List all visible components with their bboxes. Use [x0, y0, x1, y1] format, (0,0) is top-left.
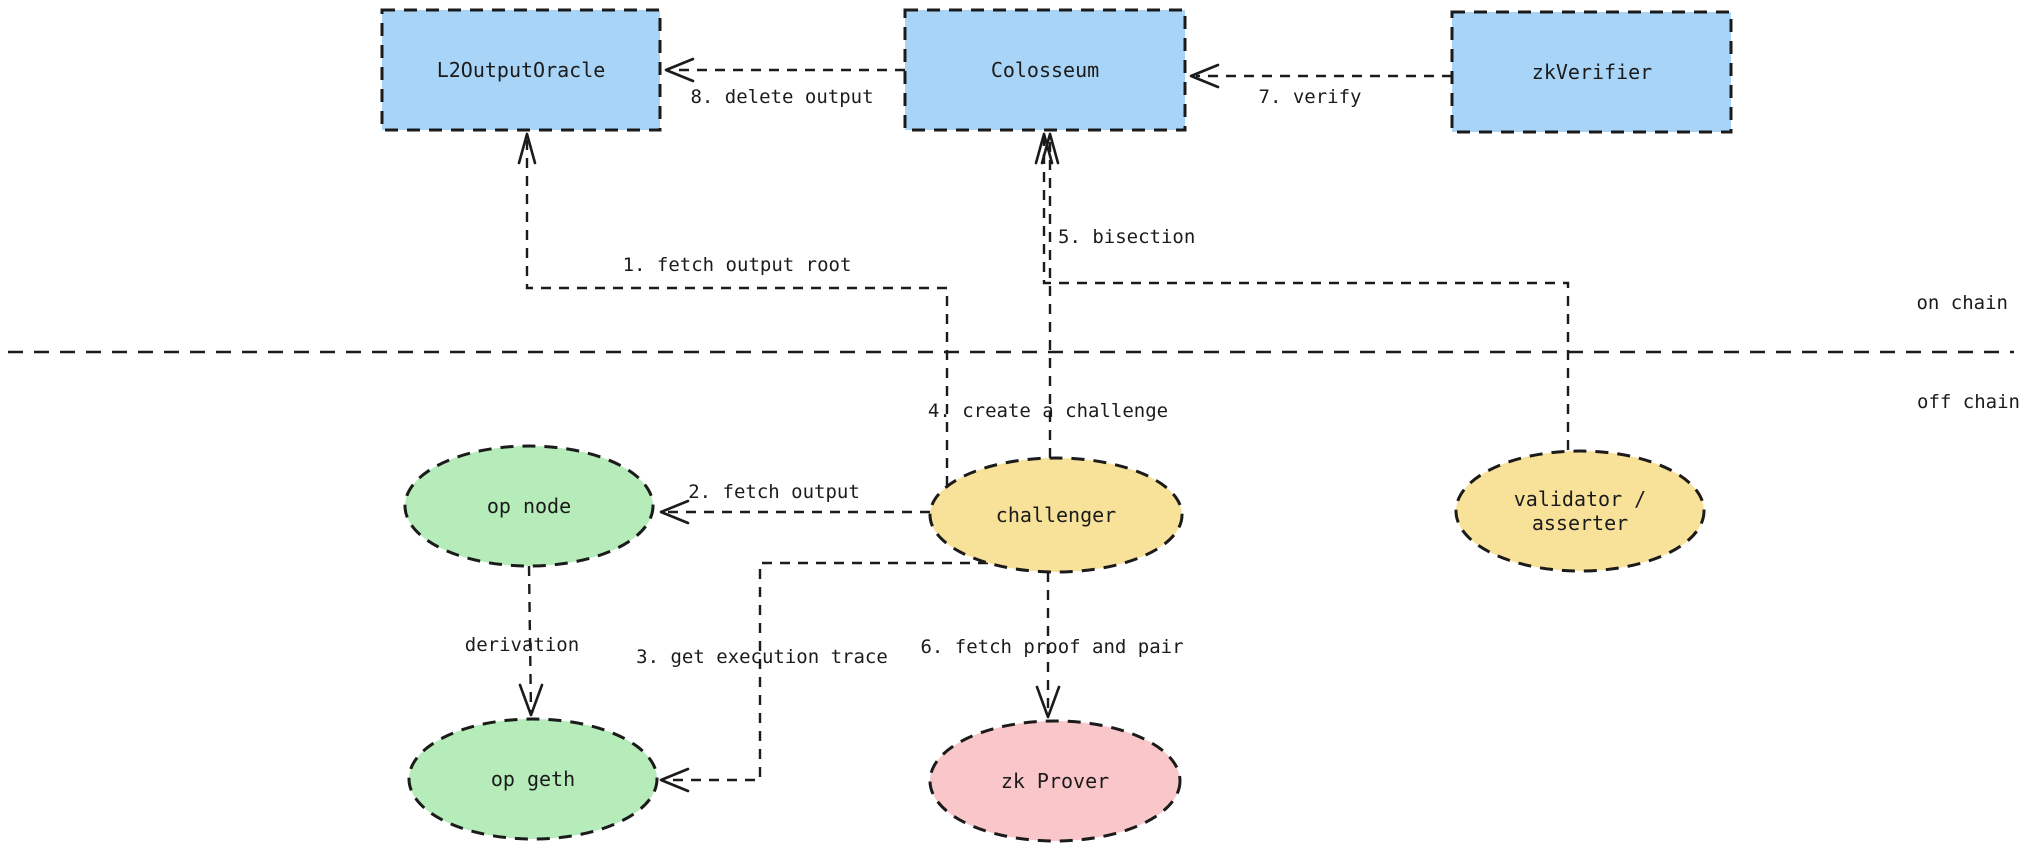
- node-challenger-label: challenger: [996, 503, 1116, 527]
- edge-fetch-proof-and-pair-arrowhead-icon: [1035, 685, 1061, 719]
- edge-fetch-proof-and-pair-label: 6. fetch proof and pair: [920, 636, 1183, 658]
- off-chain-region-label: off chain: [1917, 391, 2020, 413]
- node-labels: L2OutputOracle Colosseum zkVerifier op n…: [437, 58, 1653, 793]
- node-validator-asserter-label-line1: validator /: [1514, 487, 1646, 511]
- edge-derivation-label: derivation: [465, 634, 579, 656]
- node-l2outputoracle-label: L2OutputOracle: [437, 58, 606, 82]
- edge-bisection-label: 5. bisection: [1058, 226, 1195, 248]
- edge-delete-output-arrowhead-icon: [664, 57, 695, 83]
- node-op-node-ellipse: [403, 444, 655, 568]
- edge-bisection-line: [1042, 136, 1570, 450]
- edge-get-execution-trace-arrowhead-icon: [659, 767, 690, 793]
- edge-create-a-challenge-label: 4. create a challenge: [928, 400, 1168, 422]
- node-validator-asserter-label-line2: asserter: [1532, 511, 1628, 535]
- edge-verify-arrowhead-icon: [1189, 63, 1220, 89]
- node-challenger-ellipse: [928, 456, 1184, 574]
- edge-fetch-output-root-label: 1. fetch output root: [623, 254, 852, 276]
- edge-lines: [517, 57, 1570, 793]
- node-op-geth-label: op geth: [491, 767, 575, 791]
- on-chain-region-label: on chain: [1916, 292, 2008, 314]
- edge-bisection-arrowhead-icon: [1034, 132, 1054, 165]
- edge-delete-output-label: 8. delete output: [690, 86, 873, 108]
- node-colosseum-label: Colosseum: [991, 58, 1099, 82]
- node-zkverifier-label: zkVerifier: [1532, 60, 1652, 84]
- edge-labels: 1. fetch output root 2. fetch output 3. …: [465, 86, 1362, 668]
- nodes: [380, 8, 1733, 843]
- edge-fetch-output-root-arrowhead-icon: [517, 132, 537, 165]
- node-zkverifier-box: [1450, 10, 1733, 134]
- node-colosseum-box: [903, 8, 1187, 132]
- node-zk-prover-ellipse: [928, 719, 1182, 843]
- edge-derivation-line: [527, 565, 533, 713]
- edge-derivation-arrowhead-icon: [518, 683, 544, 717]
- node-op-geth-ellipse: [407, 717, 659, 841]
- node-op-node-label: op node: [487, 494, 571, 518]
- node-validator-asserter-ellipse: [1454, 449, 1706, 573]
- node-zk-prover-label: zk Prover: [1001, 769, 1109, 793]
- edge-create-a-challenge-arrowhead-icon: [1040, 132, 1060, 165]
- edge-get-execution-trace-label: 3. get execution trace: [636, 646, 888, 668]
- edge-verify-label: 7. verify: [1259, 86, 1362, 108]
- node-l2outputoracle-box: [380, 8, 662, 132]
- edge-fetch-output-label: 2. fetch output: [688, 481, 860, 503]
- edge-fetch-output-arrowhead-icon: [659, 499, 690, 525]
- edge-get-execution-trace-line: [666, 561, 988, 782]
- edge-fetch-output-root-line: [525, 136, 949, 486]
